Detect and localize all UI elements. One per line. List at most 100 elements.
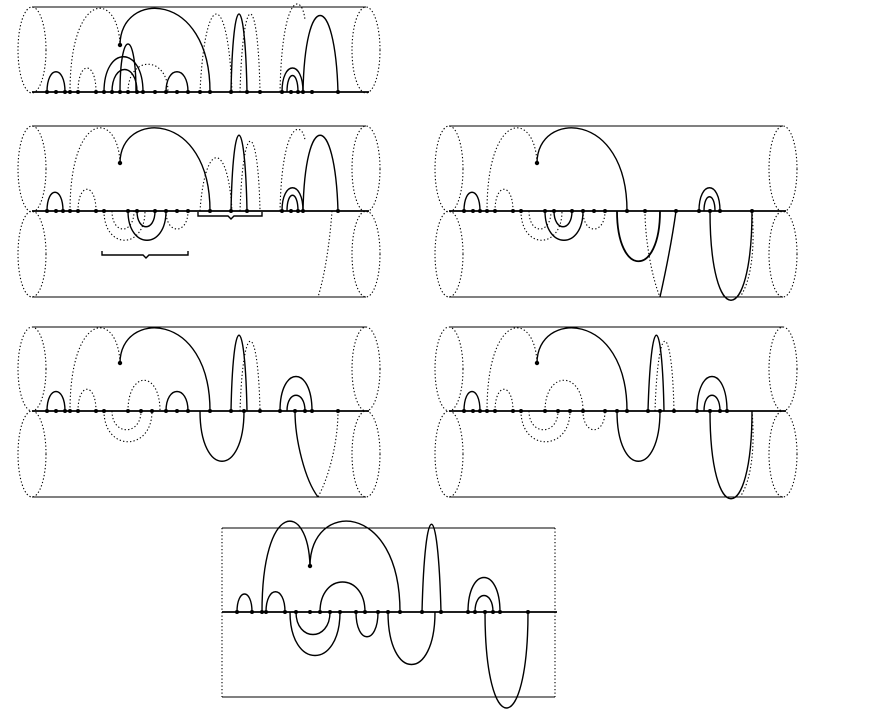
arc	[165, 71, 189, 93]
arc-hidden	[279, 3, 306, 93]
arc	[261, 520, 311, 613]
arc	[111, 68, 138, 93]
node	[493, 409, 497, 413]
node	[718, 209, 722, 213]
node	[708, 409, 712, 413]
node	[643, 209, 647, 213]
node	[118, 90, 122, 94]
arc-hidden	[582, 410, 606, 431]
arc	[119, 43, 137, 93]
node	[68, 90, 72, 94]
cylinder-left-cap	[17, 6, 47, 94]
node	[338, 610, 342, 614]
arc-hidden	[739, 410, 754, 498]
arc-hidden	[494, 388, 514, 412]
cylinder-right-cap	[768, 125, 798, 213]
node-row	[235, 563, 530, 614]
node	[45, 90, 49, 94]
node	[258, 90, 262, 94]
node-row	[45, 42, 340, 94]
node	[498, 610, 502, 614]
arc	[230, 134, 248, 212]
node	[294, 610, 298, 614]
node	[258, 409, 262, 413]
node	[76, 90, 80, 94]
node-row	[462, 360, 729, 413]
node	[245, 209, 249, 213]
node	[462, 409, 466, 413]
node	[750, 209, 754, 213]
arc-hidden	[103, 210, 146, 241]
node	[695, 409, 699, 413]
cylinder-left-cap	[17, 210, 47, 298]
node	[556, 409, 560, 413]
node	[420, 610, 424, 614]
node	[519, 409, 523, 413]
node	[186, 209, 190, 213]
node	[45, 209, 49, 213]
node	[534, 360, 540, 366]
arc-hidden	[486, 327, 538, 412]
arc	[289, 611, 341, 656]
node	[135, 90, 139, 94]
node	[592, 209, 596, 213]
node	[307, 563, 313, 569]
node	[328, 610, 332, 614]
node	[473, 610, 477, 614]
node	[198, 90, 202, 94]
cylinder-right-cap	[351, 6, 381, 94]
node	[229, 409, 233, 413]
node	[264, 610, 268, 614]
cylinder-right-cap	[351, 326, 381, 412]
node	[511, 409, 515, 413]
arc	[536, 327, 628, 412]
node	[725, 409, 729, 413]
node	[175, 90, 179, 94]
arc-hidden	[494, 188, 514, 212]
node	[68, 409, 72, 413]
node	[303, 409, 307, 413]
node	[296, 90, 300, 94]
node	[117, 160, 123, 166]
node	[164, 90, 168, 94]
node	[674, 209, 678, 213]
arc	[295, 611, 331, 636]
arc-hidden	[77, 188, 97, 212]
node	[175, 209, 179, 213]
node	[63, 90, 67, 94]
node-row	[462, 160, 754, 213]
node	[54, 90, 58, 94]
node	[625, 409, 629, 413]
node	[568, 409, 572, 413]
node	[697, 209, 701, 213]
arc-hidden	[520, 210, 563, 241]
cylinder-left-cap	[17, 326, 47, 412]
arc-hidden	[739, 210, 754, 298]
node	[139, 409, 143, 413]
node	[94, 209, 98, 213]
node	[135, 209, 139, 213]
brace	[197, 212, 263, 220]
cylinder-right-cap	[768, 326, 798, 412]
arc-hidden	[544, 379, 584, 412]
arc	[553, 210, 573, 228]
node	[646, 409, 650, 413]
cylinder-right-cap	[768, 210, 798, 298]
arc	[294, 410, 319, 498]
node	[511, 209, 515, 213]
node	[102, 209, 106, 213]
cylinder-left-cap	[434, 326, 464, 412]
arc	[119, 127, 211, 212]
node	[153, 209, 157, 213]
arc	[474, 594, 494, 613]
arc	[616, 410, 661, 462]
node	[336, 409, 340, 413]
node	[289, 90, 293, 94]
arc-hidden	[103, 410, 153, 443]
arc	[709, 210, 753, 301]
arc	[236, 593, 253, 613]
arc	[46, 391, 66, 412]
arc	[309, 520, 401, 613]
arc-hidden	[644, 210, 661, 298]
node	[543, 409, 547, 413]
